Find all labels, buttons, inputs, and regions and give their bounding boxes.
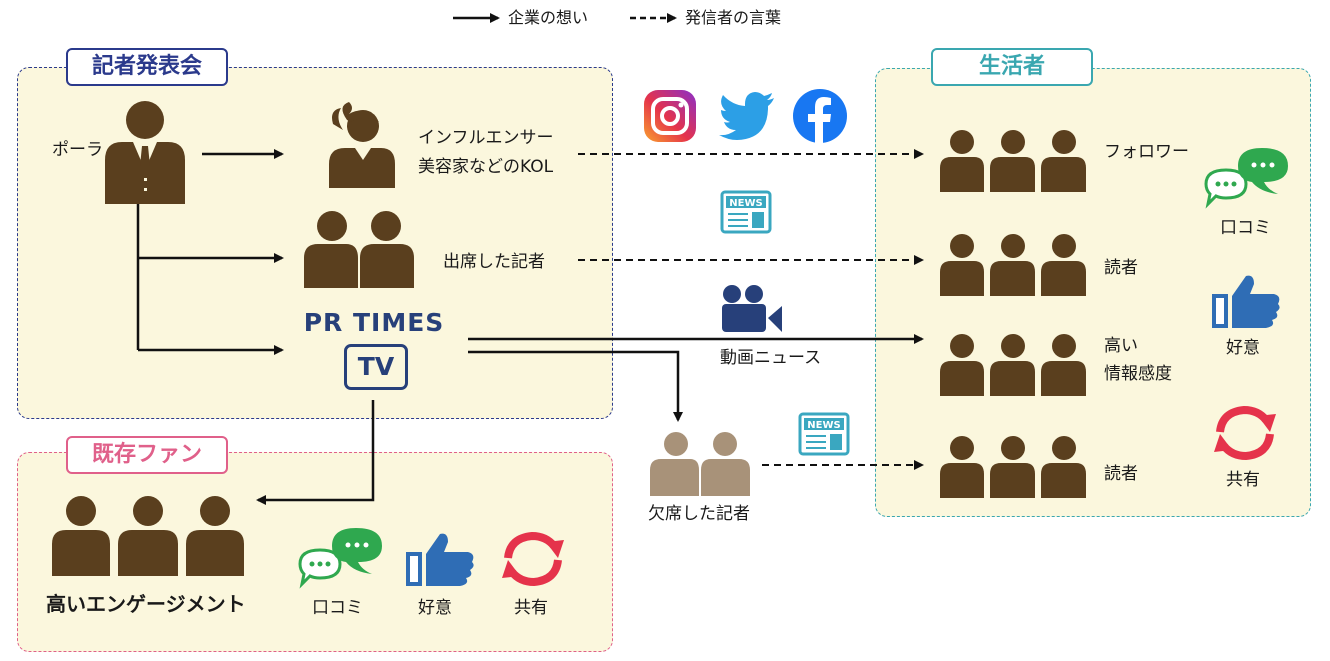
tv-logo: TV	[344, 344, 408, 390]
consumer-row-3-label-line2: 情報感度	[1104, 364, 1172, 384]
facebook-icon	[793, 89, 847, 144]
woman-icon	[329, 102, 395, 188]
twitter-icon	[719, 92, 774, 140]
press-event-group	[17, 67, 613, 419]
share-cycle-icon	[502, 531, 564, 587]
svg-text:NEWS: NEWS	[729, 198, 762, 209]
consumer-row-4-label: 読者	[1104, 464, 1138, 484]
high-engagement-label: 高いエンゲージメント	[46, 592, 246, 616]
right-share-label: 共有	[1226, 470, 1260, 490]
consumer-group-icon	[940, 234, 1086, 296]
legend-solid-label: 企業の想い	[508, 8, 589, 27]
thumbs-up-icon	[1212, 275, 1280, 328]
consumer-row-3-label-line1: 高い	[1104, 336, 1138, 356]
video-news-label: 動画ニュース	[720, 348, 822, 368]
fans-group-icon	[52, 496, 244, 576]
bottom-word-of-mouth-label: 口コミ	[312, 598, 363, 618]
right-favorable-label: 好意	[1226, 338, 1260, 358]
news-icon: NEWS	[798, 412, 850, 456]
prtimes-logo: PR TIMES	[303, 308, 445, 337]
bottom-favorable-label: 好意	[418, 598, 452, 618]
consumer-group-icon	[940, 334, 1086, 396]
right-word-of-mouth-label: 口コミ	[1220, 218, 1271, 238]
instagram-icon	[644, 90, 696, 142]
businessman-icon	[105, 101, 185, 204]
existing-fans-title: 既存ファン	[66, 436, 228, 474]
press-event-title: 記者発表会	[66, 48, 228, 86]
legend-dashed-label: 発信者の言葉	[685, 8, 782, 27]
speech-bubbles-icon	[298, 528, 382, 589]
influencer-label-line1: インフルエンサー	[418, 128, 554, 148]
pola-label: ポーラ	[52, 140, 103, 160]
absent-reporters-label: 欠席した記者	[648, 504, 750, 524]
video-camera-icon	[722, 285, 782, 332]
bottom-share-label: 共有	[514, 598, 548, 618]
consumer-row-1-label: フォロワー	[1104, 142, 1189, 162]
attending-reporters-icon	[304, 211, 414, 288]
news-icon: NEWS	[720, 190, 772, 234]
attending-reporters-label: 出席した記者	[443, 252, 545, 272]
speech-bubbles-icon	[1204, 148, 1288, 209]
svg-text:NEWS: NEWS	[807, 420, 840, 431]
influencer-label-line2: 美容家などのKOL	[418, 157, 554, 177]
thumbs-up-icon	[406, 533, 474, 586]
absent-reporters-icon	[650, 432, 750, 496]
consumer-row-2-label: 読者	[1104, 258, 1138, 278]
share-cycle-icon	[1214, 405, 1276, 461]
consumer-group-icon	[940, 436, 1086, 498]
consumers-title: 生活者	[931, 48, 1093, 86]
consumer-group-icon	[940, 130, 1086, 192]
